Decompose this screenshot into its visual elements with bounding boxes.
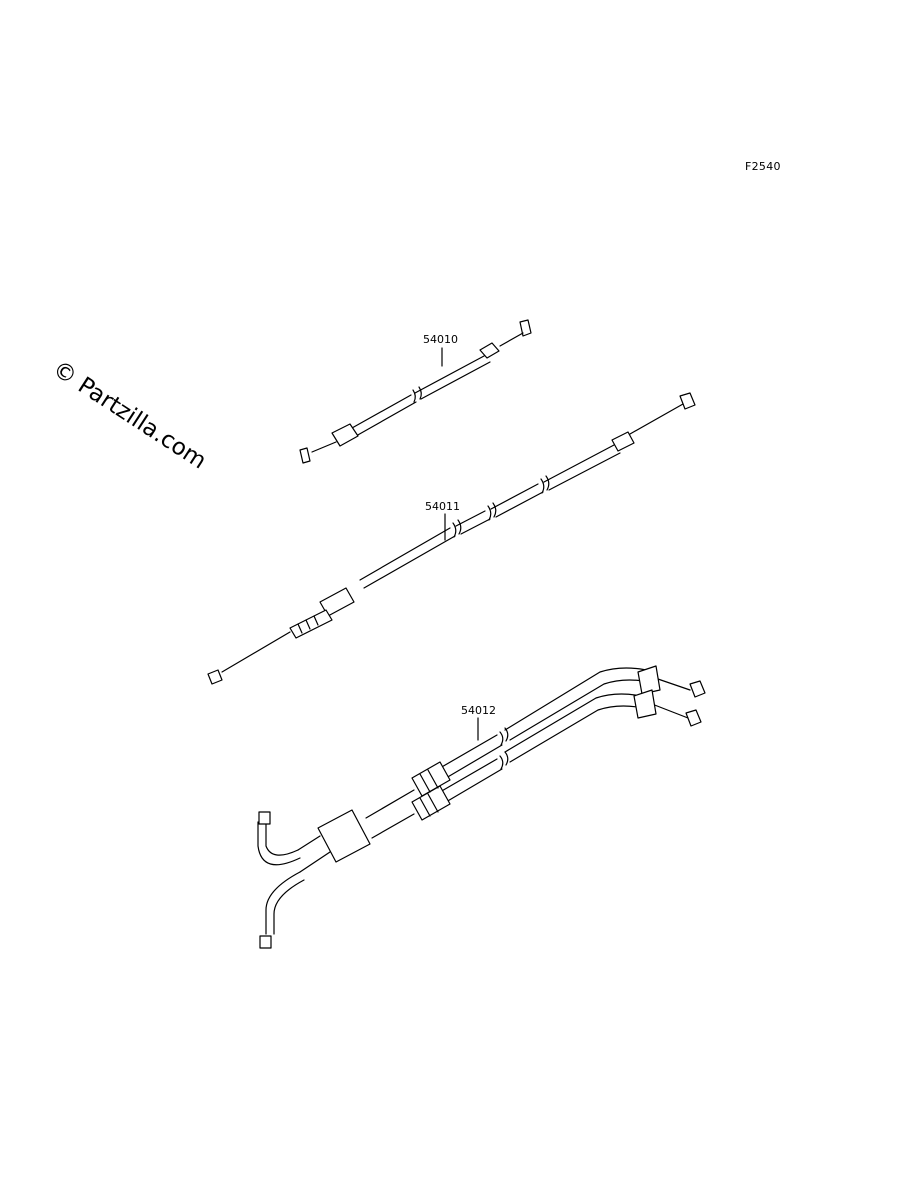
threaded-adjuster	[289, 609, 333, 639]
part-label-54012[interactable]: 54012	[461, 704, 496, 717]
adjuster	[411, 785, 451, 821]
lower-fitting	[331, 423, 359, 447]
cable-end-fitting	[207, 669, 223, 685]
cable-end-fitting	[259, 935, 272, 949]
ferrule	[633, 689, 657, 719]
ferrule	[637, 665, 661, 695]
adjuster	[411, 761, 451, 797]
cable-end-fitting	[689, 680, 706, 698]
diagram-id: F2540	[745, 160, 781, 173]
cable-end-fitting	[679, 392, 696, 410]
cable-end-fitting	[519, 319, 532, 337]
cable-end-fitting	[299, 447, 311, 464]
cable-end-fitting	[258, 811, 271, 825]
cable-end-fitting	[685, 709, 702, 727]
cable-54011	[207, 392, 696, 685]
cable-54012	[257, 665, 706, 949]
part-label-54010[interactable]: 54010	[423, 333, 458, 346]
cable-54010	[299, 319, 532, 464]
adjuster-fitting	[479, 342, 500, 359]
part-label-54011[interactable]: 54011	[425, 500, 460, 513]
ferrule	[611, 431, 635, 452]
junction-block	[317, 809, 371, 863]
